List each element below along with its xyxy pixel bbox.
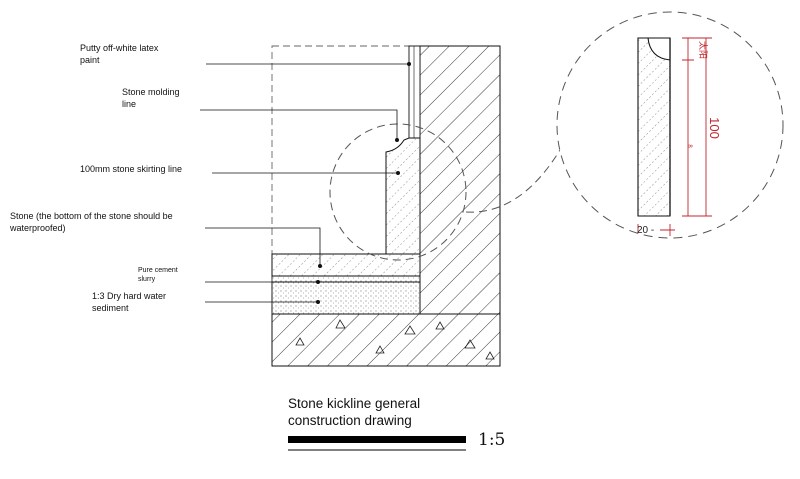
- label-stone: Stone (the bottom of the stone should be…: [10, 211, 173, 233]
- putty-layer: [408, 45, 421, 139]
- label-slurry: Pure cement slurry: [138, 267, 178, 283]
- detail-connector: [465, 149, 561, 213]
- leader-lines: [200, 62, 411, 304]
- concrete-slab: [271, 313, 501, 367]
- wall-section: [419, 45, 501, 315]
- label-skirting: 100mm stone skirting line: [80, 164, 183, 174]
- width-dimension: 20 -: [637, 225, 654, 236]
- label-putty: Putty off-white latex paint: [80, 43, 159, 65]
- scale-bar: [288, 436, 466, 443]
- magnified-stone-profile: [637, 37, 671, 217]
- detail-callout-circle: [329, 123, 467, 261]
- cement-slurry: [271, 275, 421, 283]
- drawing-scale: 1:5: [478, 430, 506, 450]
- label-sediment: 1:3 Dry hard water sediment: [92, 291, 167, 313]
- stone-floor: [271, 253, 421, 277]
- side-note: 太阳: [697, 41, 709, 59]
- sediment-layer: [271, 281, 421, 315]
- dimension-lines: [637, 37, 712, 236]
- aggregate-marks: [295, 319, 495, 360]
- stone-skirting: [385, 137, 421, 255]
- mid-mark: 8: [686, 144, 692, 148]
- drawing-title: Stone kickline general construction draw…: [288, 396, 421, 428]
- height-dimension: 100: [707, 117, 722, 139]
- label-molding: Stone molding line: [122, 87, 180, 109]
